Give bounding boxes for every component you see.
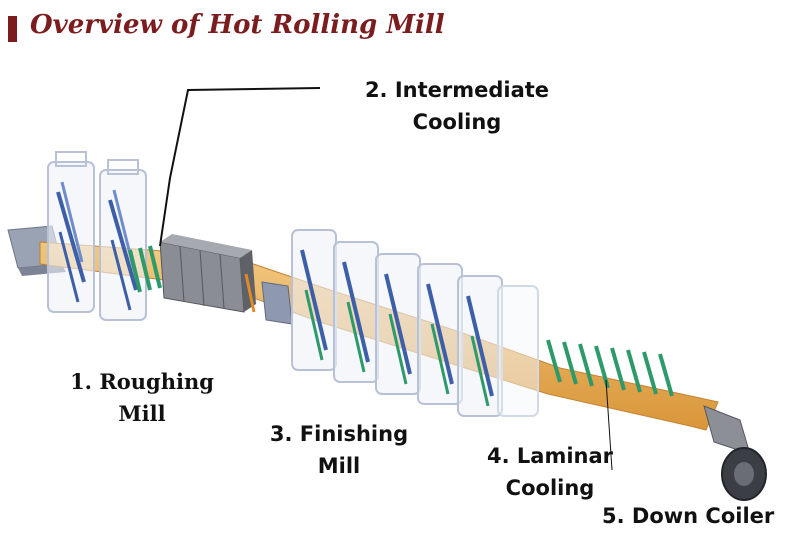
intermediate-cooling-label-line1: 2. Intermediate xyxy=(342,74,572,106)
roughing-mill-title: Roughing xyxy=(99,369,214,394)
laminar-cooling-title: Laminar xyxy=(516,444,614,468)
intermediate-cooling-label-line2: Cooling xyxy=(412,110,502,134)
intermediate-cooling-leader-line xyxy=(159,87,321,247)
finishing-mill-label: 3. Finishing Mill xyxy=(254,418,424,482)
down-coiler-label-line1: 5. Down Coiler xyxy=(602,500,798,532)
mill-diagram: 1. Roughing Mill 2. Intermediate Cooling… xyxy=(0,50,800,554)
intermediate-cooling-title: Intermediate xyxy=(394,78,550,102)
roughing-mill-number: 1. xyxy=(70,369,92,394)
finishing-mill-label-line1: 3. Finishing xyxy=(254,418,424,450)
coil-box xyxy=(159,234,256,313)
down-coiler xyxy=(703,405,767,501)
down-coiler-number: 5. xyxy=(602,504,625,528)
title-accent-bar xyxy=(8,16,17,42)
roughing-mill-label: 1. Roughing Mill xyxy=(62,366,222,430)
roughing-mill-stands xyxy=(47,151,147,321)
laminar-cooling-label: 4. Laminar Cooling xyxy=(470,440,630,504)
crop-shear xyxy=(244,273,293,325)
finishing-mill-number: 3. xyxy=(269,422,293,446)
down-coiler-title: Down Coiler xyxy=(631,504,775,528)
mill-illustration xyxy=(7,87,767,501)
finishing-mill-title: Finishing xyxy=(299,422,409,446)
finishing-mill-label-line2: Mill xyxy=(317,454,361,478)
header: Overview of Hot Rolling Mill xyxy=(8,6,792,46)
roughing-mill-label-line1: 1. Roughing xyxy=(62,366,222,398)
laminar-cooling-label-line2: Cooling xyxy=(505,476,595,500)
intermediate-cooling-number: 2. xyxy=(364,78,388,102)
page-title: Overview of Hot Rolling Mill xyxy=(30,10,445,40)
laminar-cooling-number: 4. xyxy=(486,444,510,468)
intermediate-cooling-sprays xyxy=(128,245,162,293)
finishing-mill-stands xyxy=(291,229,539,417)
laminar-cooling-headers xyxy=(546,339,674,471)
laminar-cooling-label-line1: 4. Laminar xyxy=(470,440,630,472)
roughing-mill-label-line2: Mill xyxy=(118,401,166,426)
down-coiler-label: 5. Down Coiler xyxy=(602,500,798,532)
intermediate-cooling-label: 2. Intermediate Cooling xyxy=(342,74,572,138)
